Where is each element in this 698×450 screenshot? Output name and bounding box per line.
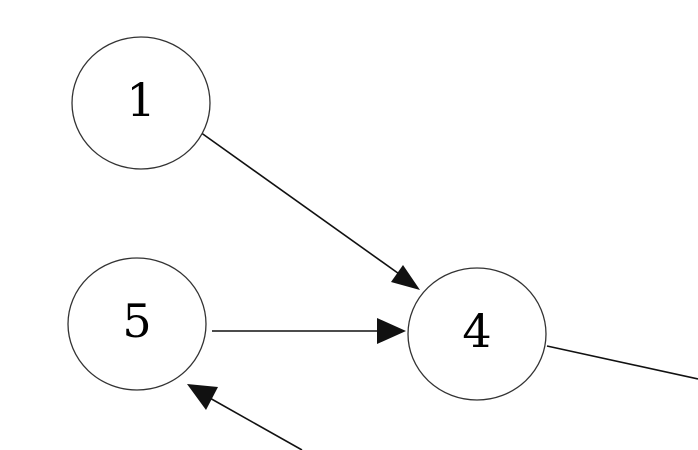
node-4: 4 [407, 267, 547, 401]
edges [187, 131, 698, 450]
node-5: 5 [67, 257, 207, 391]
edge-1-to-4 [199, 131, 403, 277]
node-1: 1 [71, 36, 211, 170]
arrowhead-5-to-4 [377, 318, 406, 344]
node-5-circle [67, 257, 207, 391]
edge-offscreen-to-5 [207, 396, 303, 450]
node-4-circle [407, 267, 547, 401]
node-5-label: 5 [122, 294, 151, 348]
edge-4-to-offscreen [546, 345, 698, 380]
arrowhead-offscreen-to-5 [187, 384, 218, 410]
node-4-label: 4 [462, 304, 491, 358]
nodes: 1 5 4 [67, 36, 547, 401]
node-1-label: 1 [126, 73, 155, 127]
arrowhead-1-to-4 [391, 265, 420, 290]
node-1-circle [71, 36, 211, 170]
